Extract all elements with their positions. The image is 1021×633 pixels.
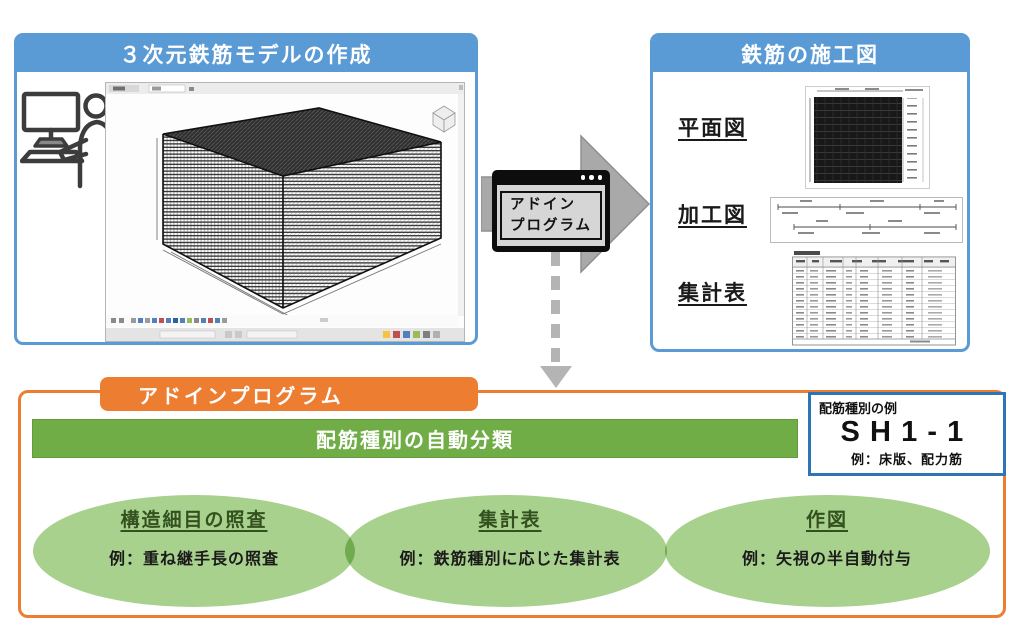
addin-program-label-line2: プログラム (509, 217, 593, 234)
window-dot-icon (597, 175, 602, 180)
feature-ellipse (33, 495, 355, 607)
window-dot-icon (580, 175, 585, 180)
shop-drawings-title: 鉄筋の施工図 (653, 36, 967, 72)
cad-bottom-toolbar (106, 315, 458, 327)
addin-program-window-icon: アドイン プログラム (492, 170, 610, 252)
window-body: アドイン プログラム (497, 185, 605, 246)
summary-table-label: 集計表 (678, 282, 747, 305)
addin-program-panel: 配筋種別の自動分類 配筋種別の例 SH1-1 例：床版、配力筋 構造細目の照査 … (18, 390, 1006, 618)
feature-drafting: 作図 例：矢視の半自動付与 (672, 505, 982, 569)
model-creation-title: ３次元鉄筋モデルの作成 (17, 36, 475, 72)
rebar-type-example-box: 配筋種別の例 SH1-1 例：床版、配力筋 (808, 392, 1006, 476)
example-box-heading: 配筋種別の例 (819, 401, 898, 416)
feature-structural-check: 構造細目の照査 例：重ね継手長の照査 (39, 505, 349, 569)
addin-program-label: アドイン プログラム (499, 191, 603, 240)
summary-table-thumbnail (792, 251, 956, 346)
feature-ellipse (345, 495, 667, 607)
feature-example: 例：矢視の半自動付与 (741, 551, 912, 568)
example-box-note: 例：床版、配力筋 (850, 451, 963, 467)
processing-drawing-label: 加工図 (678, 204, 747, 227)
dashed-down-arrow-line (551, 252, 560, 368)
feature-example: 例：重ね継手長の照査 (108, 551, 279, 568)
feature-title: 作図 (805, 510, 848, 531)
cad-status-bar (106, 328, 464, 341)
feature-example: 例：鉄筋種別に応じた集計表 (399, 551, 621, 568)
feature-title: 構造細目の照査 (120, 510, 268, 531)
person-at-computer-icon (20, 91, 115, 189)
dashed-down-arrow-head (540, 366, 572, 388)
plan-view-label: 平面図 (678, 117, 747, 140)
plan-view-thumbnail (805, 86, 930, 189)
example-box-code: SH1-1 (840, 416, 974, 448)
processing-drawing-thumbnail (770, 197, 963, 243)
feature-summary-table: 集計表 例：鉄筋種別に応じた集計表 (355, 505, 665, 569)
auto-classification-banner: 配筋種別の自動分類 (32, 419, 798, 458)
addin-program-label-line1: アドイン (509, 197, 576, 214)
cad-screenshot-3d-model (105, 82, 465, 342)
model-creation-panel: ３次元鉄筋モデルの作成 (14, 33, 478, 345)
addin-program-tab: アドインプログラム (100, 377, 478, 411)
window-dot-icon (589, 175, 594, 180)
feature-title: 集計表 (478, 510, 542, 531)
window-titlebar (492, 170, 610, 185)
feature-ellipse (665, 495, 990, 607)
shop-drawings-panel: 鉄筋の施工図 平面図 加工図 集計表 (650, 33, 970, 352)
